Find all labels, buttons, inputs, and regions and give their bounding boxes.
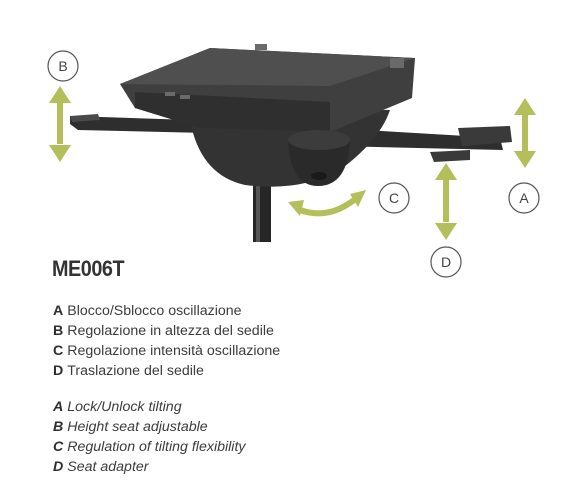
legend-text: Lock/Unlock tilting <box>67 399 182 415</box>
svg-text:D: D <box>441 254 451 270</box>
mechanism-illustration: B A C D <box>47 44 540 278</box>
callout-a: A <box>508 182 540 214</box>
callout-c: C <box>378 182 410 214</box>
legend-text: Traslazione del sedile <box>67 363 204 379</box>
gas-lift-column <box>253 178 271 242</box>
arrow-c-icon <box>288 190 366 217</box>
tension-knob <box>288 140 350 186</box>
legend-text: Regolazione intensità oscillazione <box>67 343 281 359</box>
legend-text: Height seat adjustable <box>67 419 208 435</box>
seat-slider-handle <box>430 150 470 162</box>
callout-b: B <box>47 50 79 82</box>
legend-letter: A <box>53 303 64 319</box>
product-code: ME006T <box>52 256 125 281</box>
legend-letter: C <box>53 343 64 359</box>
legend-text: Seat adapter <box>67 459 149 475</box>
legend-text: Blocco/Sblocco oscillazione <box>67 303 242 319</box>
legend-letter: B <box>53 323 64 339</box>
arrow-a-icon <box>514 98 536 168</box>
legend-letter: D <box>53 459 64 475</box>
svg-text:B: B <box>58 58 67 74</box>
svg-text:A: A <box>519 190 529 206</box>
legend-letter: B <box>53 419 64 435</box>
svg-text:C: C <box>389 190 399 206</box>
arrow-d-icon <box>435 163 457 240</box>
legend-letter: D <box>53 363 64 379</box>
legend-letter: C <box>53 439 64 455</box>
legend-text: Regolazione in altezza del sedile <box>67 323 274 339</box>
legend-text: Regulation of tilting flexibility <box>67 439 246 455</box>
right-lever-paddle <box>458 126 512 146</box>
callout-d: D <box>430 246 462 278</box>
legend-letter: A <box>53 399 64 415</box>
arrow-b-icon <box>49 86 71 162</box>
